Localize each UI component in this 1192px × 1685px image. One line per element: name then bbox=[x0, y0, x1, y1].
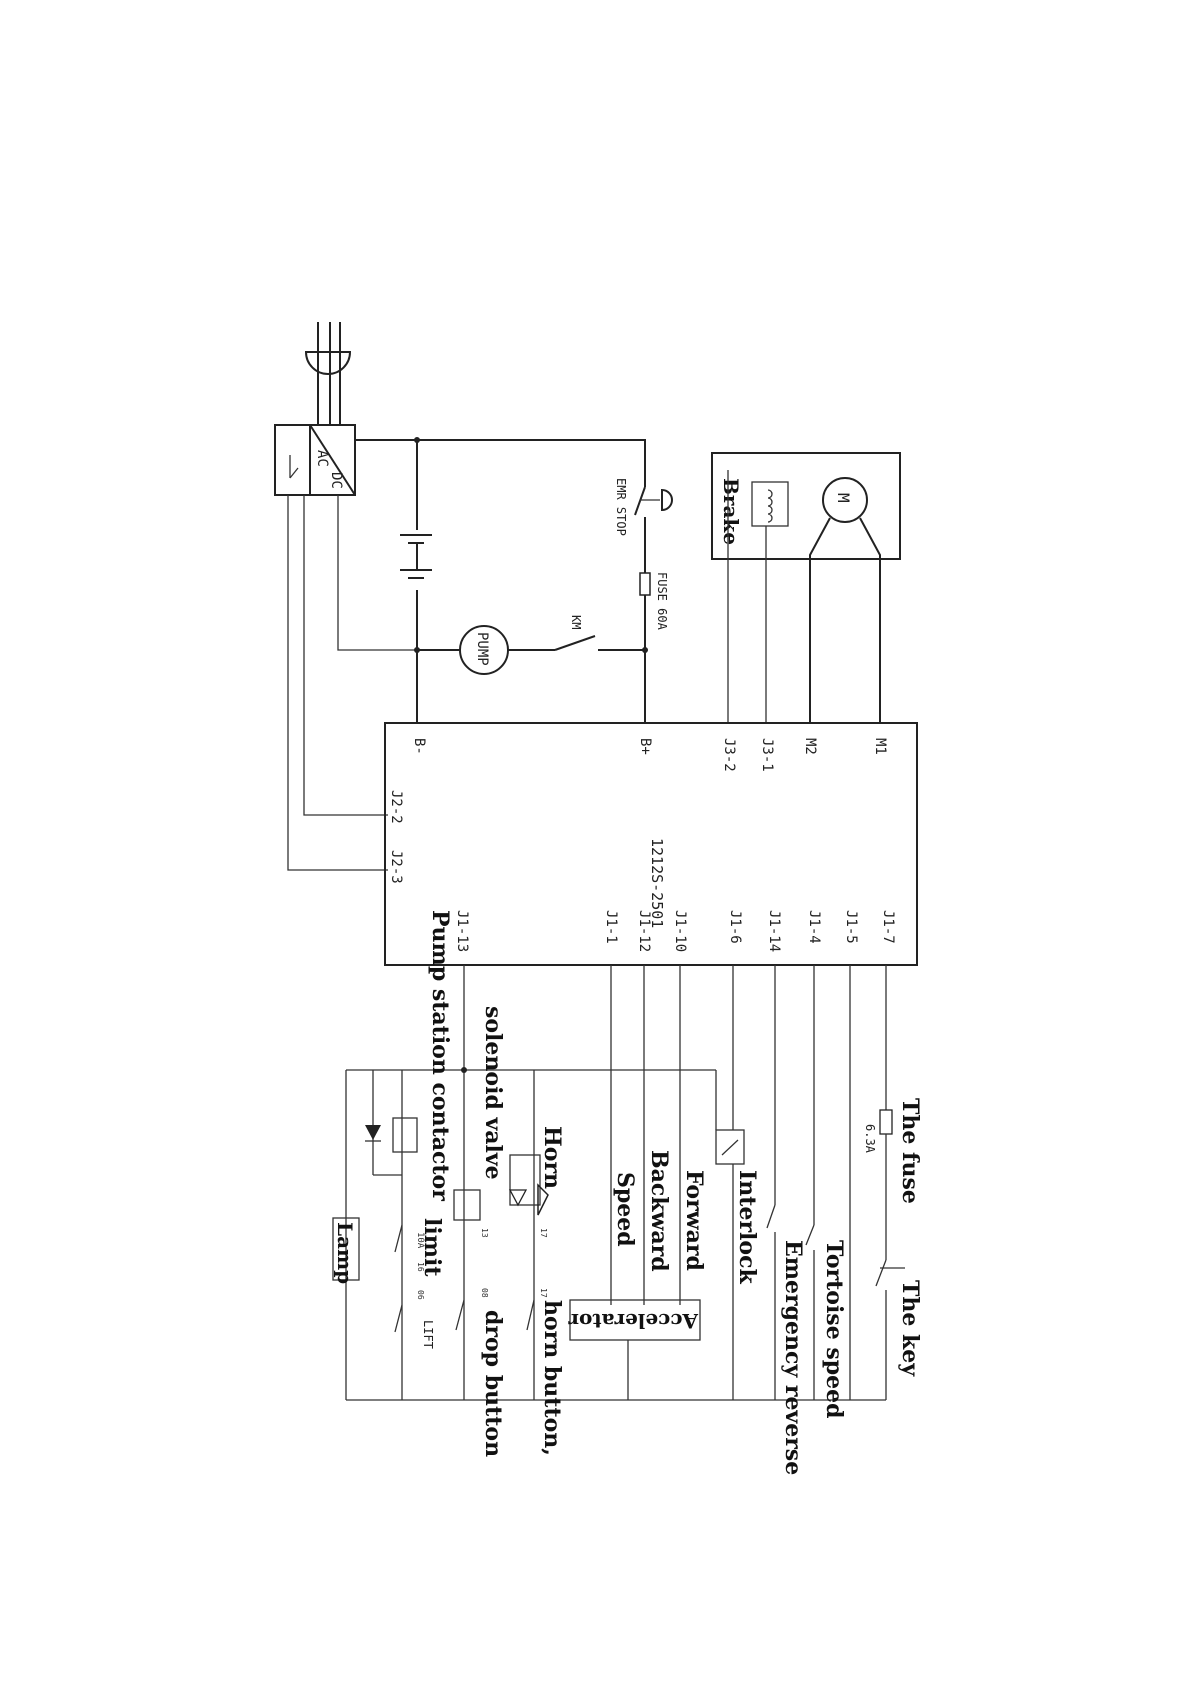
brake-label: Brake bbox=[719, 478, 743, 545]
drop-button-icon bbox=[455, 1299, 465, 1331]
horn-button-label: horn button, bbox=[539, 1300, 565, 1456]
pin-j1-7: J1-7 bbox=[880, 910, 896, 944]
charger-dc-label: DC bbox=[328, 472, 344, 489]
pin-j2-2: J2-2 bbox=[388, 790, 404, 824]
limit-label: limit bbox=[419, 1218, 445, 1277]
small-fuse-label: 10A bbox=[415, 1232, 425, 1249]
svg-text:08: 08 bbox=[480, 1288, 489, 1298]
horn-label: Horn bbox=[539, 1126, 565, 1189]
limit-switch-icon bbox=[394, 1224, 403, 1253]
accelerator-label: Accelerator bbox=[568, 1309, 699, 1333]
lift-switch-icon bbox=[394, 1304, 403, 1333]
diode-icon bbox=[365, 1070, 402, 1176]
pin-j3-2: J3-2 bbox=[721, 738, 737, 772]
motor-box bbox=[711, 452, 901, 560]
lamp-icon bbox=[332, 1217, 360, 1281]
the-fuse-label: The fuse bbox=[897, 1098, 923, 1204]
brake-coil-icon bbox=[751, 481, 789, 527]
svg-text:16: 16 bbox=[416, 1262, 425, 1272]
svg-text:17: 17 bbox=[539, 1228, 548, 1238]
pin-j1-5: J1-5 bbox=[843, 910, 859, 944]
pin-j1-12: J1-12 bbox=[636, 910, 652, 952]
pin-j2-3: J2-3 bbox=[388, 850, 404, 884]
pin-m2: M2 bbox=[802, 738, 818, 755]
the-key-label: The key bbox=[897, 1280, 923, 1377]
charger: AC DC bbox=[274, 322, 356, 496]
emergency-reverse-label: Emergency reverse bbox=[780, 1240, 806, 1475]
pin-b-plus: B+ bbox=[637, 738, 653, 755]
km-label: KM bbox=[569, 615, 583, 629]
charger-ac-label: AC bbox=[314, 450, 330, 467]
pin-j1-10: J1-10 bbox=[672, 910, 688, 952]
pump-contactor-coil-icon bbox=[392, 1117, 418, 1153]
pin-j3-1: J3-1 bbox=[759, 738, 775, 772]
svg-text:17: 17 bbox=[539, 1288, 548, 1298]
key-switch-icon bbox=[875, 1259, 905, 1287]
pin-j1-13: J1-13 bbox=[454, 910, 470, 952]
interlock-switch-icon bbox=[715, 1129, 745, 1165]
horn-icon bbox=[508, 1154, 549, 1216]
pump-station-contactor-label: Pump station contactor bbox=[427, 910, 453, 1201]
pump-label: PUMP bbox=[474, 632, 490, 666]
plug-icon bbox=[304, 322, 352, 425]
pump-icon: PUMP bbox=[459, 625, 509, 675]
charger-box bbox=[274, 424, 356, 496]
main-fuse-label: FUSE 60A bbox=[655, 572, 669, 631]
controller-model: 1212S-2501 bbox=[648, 838, 666, 928]
emergency-reverse-switch-icon bbox=[766, 1204, 776, 1229]
controller-box bbox=[384, 722, 918, 966]
fuse-6-3a-icon bbox=[879, 1109, 893, 1135]
battery-icon bbox=[400, 530, 432, 590]
speed-label: Speed bbox=[612, 1172, 638, 1247]
emr-stop-label: EMR STOP bbox=[614, 478, 628, 536]
horn-button-icon bbox=[526, 1299, 535, 1331]
motor-icon: M bbox=[822, 477, 868, 523]
motor-symbol: M bbox=[834, 493, 853, 503]
pin-j1-4: J1-4 bbox=[806, 910, 822, 944]
drop-button-label: drop button bbox=[480, 1310, 506, 1457]
km-contact-icon bbox=[554, 635, 596, 651]
accelerator-box bbox=[569, 1299, 701, 1341]
svg-text:13: 13 bbox=[480, 1228, 489, 1238]
pin-j1-14: J1-14 bbox=[766, 910, 782, 952]
solenoid-valve-icon bbox=[453, 1189, 481, 1221]
pin-b-minus: B- bbox=[411, 738, 427, 755]
pin-j1-1: J1-1 bbox=[603, 910, 619, 944]
lamp-label: Lamp bbox=[333, 1222, 357, 1284]
solenoid-valve-label: solenoid valve bbox=[480, 1006, 506, 1180]
svg-text:06: 06 bbox=[416, 1290, 425, 1300]
backward-label: Backward bbox=[646, 1150, 672, 1272]
tortoise-speed-label: Tortoise speed bbox=[821, 1240, 847, 1419]
interlock-label: Interlock bbox=[734, 1170, 760, 1284]
emergency-stop-icon bbox=[634, 486, 673, 517]
main-fuse-icon bbox=[639, 572, 651, 596]
pin-m1: M1 bbox=[872, 738, 888, 755]
lift-label: LIFT bbox=[421, 1320, 435, 1349]
fuse-rating-label: 6.3A bbox=[863, 1124, 877, 1154]
pin-j1-6: J1-6 bbox=[727, 910, 743, 944]
forward-label: Forward bbox=[681, 1170, 707, 1271]
tortoise-speed-switch-icon bbox=[805, 1224, 815, 1246]
